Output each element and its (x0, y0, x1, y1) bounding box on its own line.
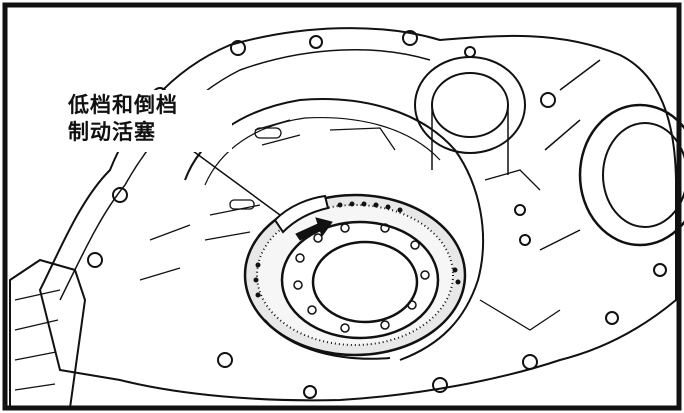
brake-piston (243, 193, 467, 360)
callout-backing (62, 90, 232, 152)
upper-boss-wall (431, 105, 509, 175)
bolt-hole (230, 40, 246, 56)
direction-arrow (295, 217, 333, 241)
callout-line-1: 低档和倒档 (68, 93, 178, 117)
case-bore-inner (204, 116, 441, 186)
bolt-hole (653, 263, 667, 277)
extension-ribs (14, 289, 61, 391)
bolt-hole (402, 30, 418, 46)
bolt-hole (432, 377, 448, 393)
bolt-hole (514, 204, 526, 216)
callout-line-2: 制动活塞 (68, 120, 156, 144)
callout-leader (177, 139, 281, 216)
brake-piston-callout: 低档和倒档 制动活塞 (68, 92, 178, 146)
piston-center-bore (311, 240, 419, 324)
bolt-hole (87, 252, 103, 268)
case-bore (184, 98, 484, 361)
bolt-hole (464, 46, 476, 58)
bolt-hole (112, 187, 128, 203)
bolt-hole (303, 385, 317, 399)
bolt-hole (217, 352, 233, 368)
piston-lower-edge (264, 319, 391, 360)
piston-lip (273, 194, 330, 234)
upper-boss-bore (431, 72, 509, 138)
case-passages (139, 119, 561, 331)
bolt-hole (519, 234, 531, 246)
extension-housing (9, 258, 87, 409)
piston-holes (293, 223, 430, 333)
right-bore (578, 103, 684, 247)
right-bore-inner (602, 122, 684, 228)
bolt-hole (309, 35, 323, 49)
piston-rim-dots (253, 201, 461, 298)
bolt-hole (605, 311, 619, 325)
bolt-hole (522, 354, 538, 370)
bolt-hole (540, 92, 556, 108)
right-bore-lines (539, 59, 601, 251)
